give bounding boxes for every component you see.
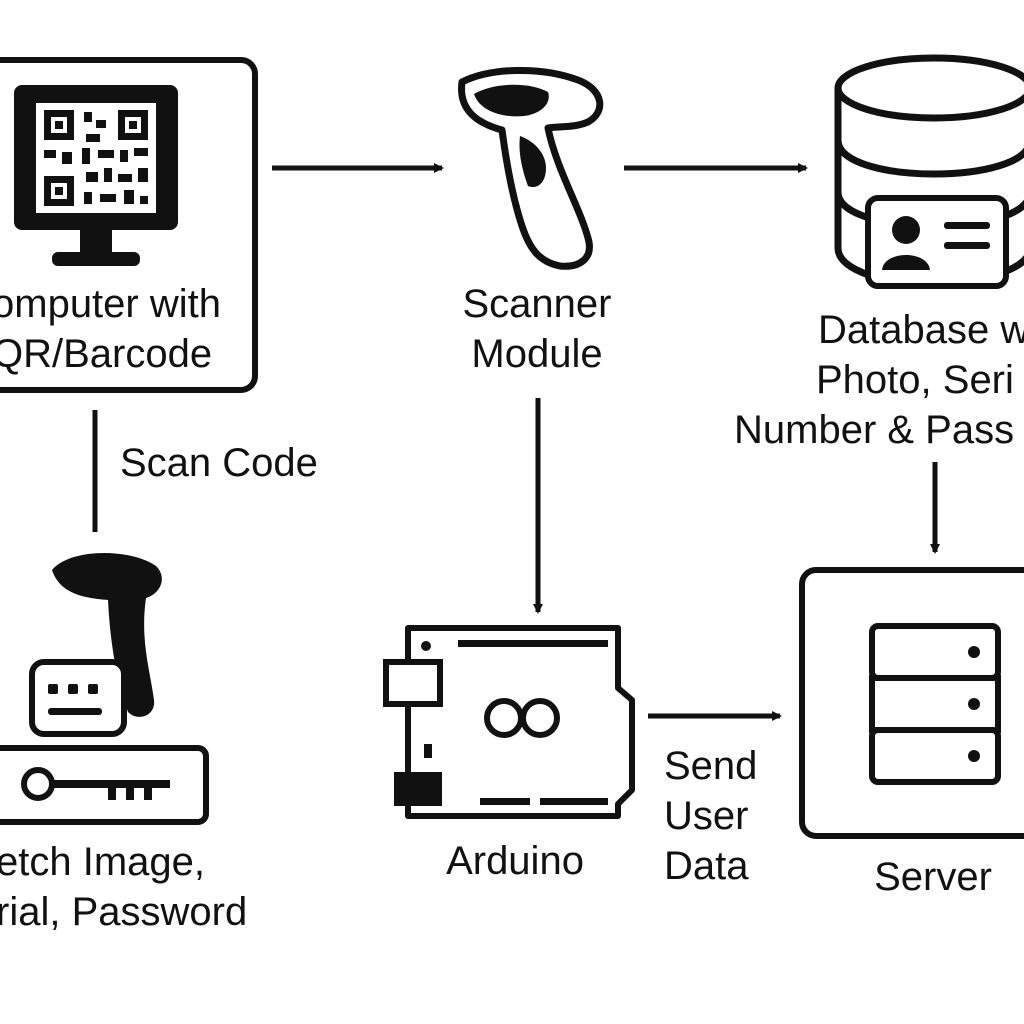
fetch-label-line-1: etch Image, [0, 840, 206, 884]
computer-label-line-1: omputer with [0, 282, 221, 326]
handheld-scanner-icon [52, 552, 162, 717]
fetch-label: etch Image, rial, Password [0, 837, 247, 937]
key-card-icon [0, 745, 209, 825]
database-label-line-2: Photo, Seri [816, 358, 1014, 402]
server-rack-icon [869, 623, 1001, 785]
send-user-data-line-2: User [664, 794, 749, 838]
qr-code-icon [44, 110, 148, 206]
scanner-label: Scanner Module [430, 279, 644, 379]
fetch-label-line-2: rial, Password [0, 890, 248, 934]
scanner-label-line-2: Module [471, 332, 603, 376]
scan-code-label: Scan Code [120, 441, 318, 485]
keypad-icon [29, 659, 127, 737]
infinity-logo-icon [484, 698, 560, 738]
send-user-data-line-1: Send [664, 744, 758, 788]
scanner-label-line-1: Scanner [462, 282, 612, 326]
computer-node [0, 57, 258, 393]
barcode-scanner-icon [458, 67, 604, 270]
database-label: Database w Photo, Seri Number & Pass [734, 305, 1024, 455]
database-label-line-3: Number & Pass [734, 408, 1015, 452]
send-user-data-line-3: Data [664, 844, 749, 888]
server-node [799, 567, 1024, 839]
arduino-board-icon [383, 625, 635, 819]
send-user-data-label: Send User Data [664, 741, 757, 891]
server-label: Server [874, 855, 992, 899]
id-card-icon [865, 195, 1009, 289]
computer-label-line-2: QR/Barcode [0, 332, 213, 376]
database-label-line-1: Database w [818, 308, 1024, 352]
computer-label: omputer with QR/Barcode [0, 279, 221, 379]
arduino-label: Arduino [446, 839, 584, 883]
